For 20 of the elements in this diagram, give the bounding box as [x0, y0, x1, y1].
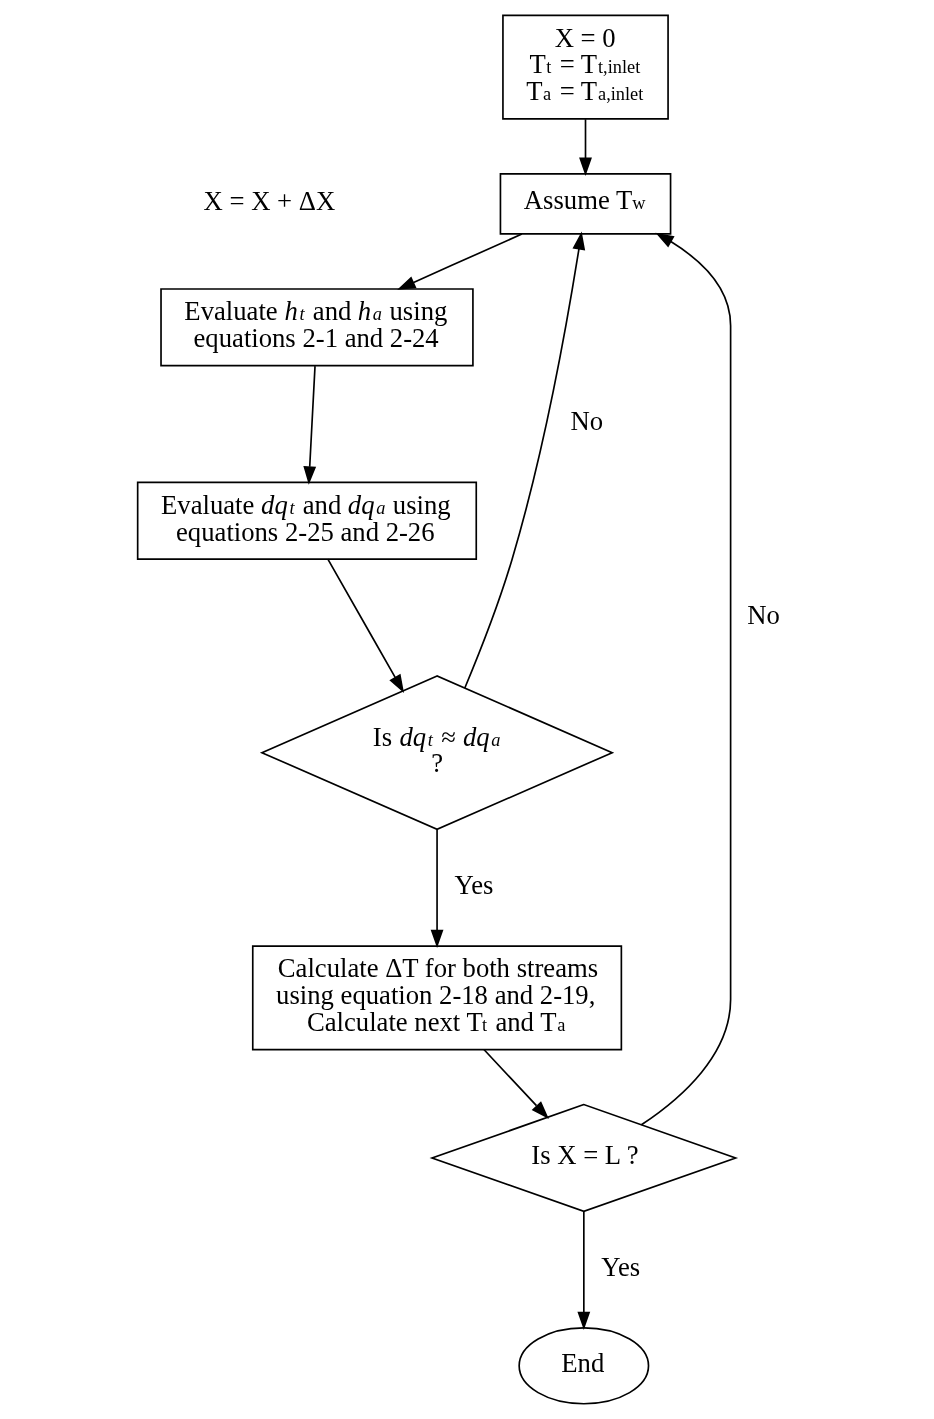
label: X = X + ΔX — [203, 186, 335, 217]
node-box: Evaluate dqt and dqa using equations 2-25 and 2-26 — [136, 481, 477, 560]
edge-label: No — [569, 406, 603, 437]
arrow — [396, 233, 523, 290]
arrow — [302, 365, 316, 485]
node-box: Assume Tw — [499, 173, 671, 235]
arrow — [326, 558, 404, 693]
arrow — [578, 118, 592, 176]
arrow — [640, 232, 731, 1126]
node-box: X = 0 Tt = Tt,inlet Ta = Ta,inlet — [501, 14, 669, 120]
arrow — [463, 231, 585, 689]
edge-label: Yes — [600, 1252, 640, 1283]
node-box: Calculate ΔT for both streams using equation 2-18 and 2-19, Calculate next Tt and Ta — [251, 945, 622, 1051]
node-ellipse: End — [517, 1327, 649, 1405]
node-box: Evaluate ht and ha using equations 2-1 and 2-24 — [159, 288, 474, 367]
arrow — [482, 1048, 549, 1119]
arrow — [576, 1210, 590, 1331]
edge-label: Yes — [454, 870, 493, 901]
arrow — [430, 828, 443, 949]
edge-label: No — [746, 599, 780, 630]
